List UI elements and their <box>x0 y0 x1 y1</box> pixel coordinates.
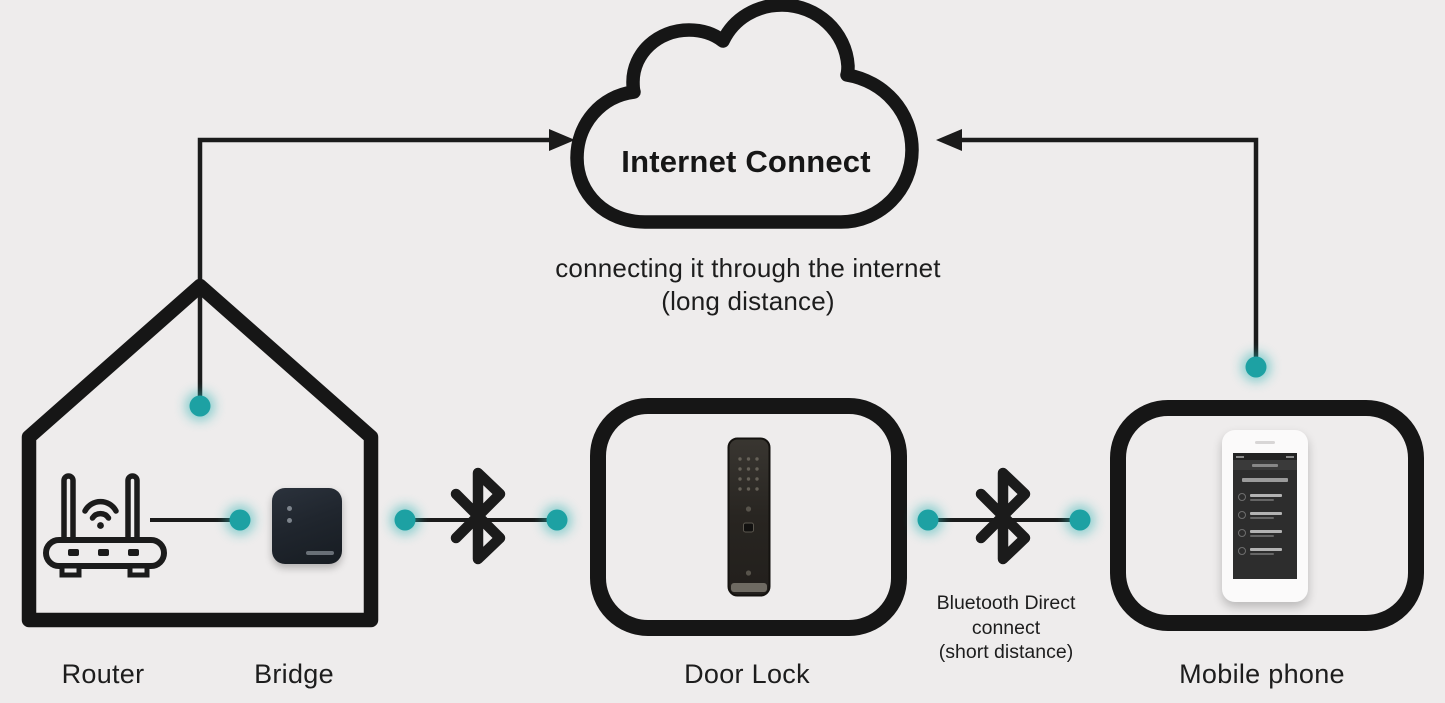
wifi-router-icon <box>43 473 167 578</box>
mobile-phone-label: Mobile phone <box>1179 659 1345 689</box>
bridge-led-icon <box>287 518 292 523</box>
phone-statusbar <box>1233 453 1297 460</box>
cloud-outline-icon <box>570 0 919 229</box>
bluetooth-icon <box>975 467 1031 565</box>
bluetooth-note: Bluetooth Direct connect (short distance… <box>886 591 1126 665</box>
internet-note-line1: connecting it through the internet <box>555 253 941 283</box>
phone-screen-heading <box>1242 478 1288 482</box>
internet-note: connecting it through the internet (long… <box>498 252 998 318</box>
internet-note-line2: (long distance) <box>661 286 835 316</box>
bluetooth-icon <box>450 467 506 565</box>
phone-appbar <box>1233 460 1297 470</box>
door-lock-label: Door Lock <box>684 659 810 689</box>
phone-list-item <box>1233 542 1297 560</box>
mobile-phone-box <box>1110 400 1424 631</box>
lock-button <box>743 522 754 533</box>
cloud-label: Internet Connect <box>621 144 871 179</box>
phone-list-item <box>1233 524 1297 542</box>
bridge-brand-mark <box>306 551 334 555</box>
router-label: Router <box>61 659 145 689</box>
bridge-label: Bridge <box>254 659 334 689</box>
arrowhead-left-icon <box>936 129 962 151</box>
wifi-icon <box>82 498 119 521</box>
phone-screen <box>1233 453 1297 579</box>
mobile-phone-device <box>1222 430 1308 602</box>
bluetooth-note-line3: (short distance) <box>938 641 1074 663</box>
door-lock-box <box>590 398 907 636</box>
phone-speaker-icon <box>1255 441 1275 444</box>
keypad-icon <box>738 457 759 491</box>
bridge-led-icon <box>287 506 292 511</box>
phone-list-item <box>1233 506 1297 524</box>
phone-list-item <box>1233 488 1297 506</box>
bluetooth-note-line2: connect <box>971 616 1041 639</box>
bridge-device <box>272 488 342 564</box>
bluetooth-note-line1: Bluetooth Direct <box>936 592 1076 614</box>
door-lock-device <box>727 437 771 597</box>
phone-to-cloud-arrow <box>936 129 1259 364</box>
